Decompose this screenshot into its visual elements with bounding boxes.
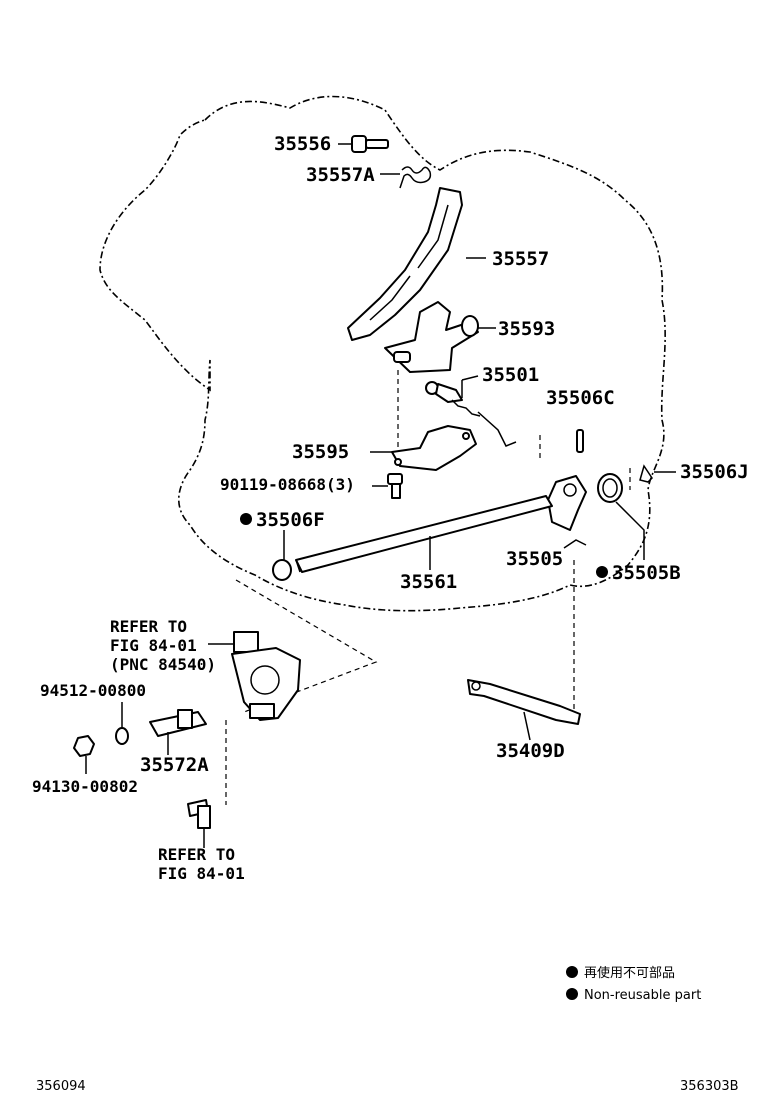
pin-35506C-icon (576, 429, 584, 453)
label-35506C: 35506C (546, 387, 615, 409)
plate-35595-icon (391, 425, 477, 471)
bracket-35557-icon (347, 187, 463, 341)
bolt-refer-icon (187, 799, 211, 829)
legend-marker-english (566, 988, 578, 1000)
refer-top-line2: FIG 84-01 (110, 636, 197, 655)
legend-english: Non-reusable part (584, 988, 701, 1003)
footer-right-code: 356303B (680, 1079, 739, 1094)
washer-35572A-icon (149, 709, 207, 737)
refer-bottom-line2: FIG 84-01 (158, 864, 245, 883)
label-35501: 35501 (482, 364, 539, 386)
label-94512-00800: 94512-00800 (40, 681, 146, 700)
washer-94512-icon (115, 727, 129, 745)
label-35505: 35505 (506, 548, 563, 570)
bolt-90119-icon (387, 473, 403, 499)
rod-35409D-icon (467, 679, 581, 725)
non-reusable-marker-35506F (240, 513, 252, 525)
neutral-switch-icon (231, 631, 301, 721)
label-35557A: 35557A (306, 164, 375, 186)
detent-35501-icon (425, 381, 517, 447)
label-35572A: 35572A (140, 754, 209, 776)
nut-94130-icon (73, 735, 95, 757)
label-94130-00802: 94130-00802 (32, 777, 138, 796)
transmission-housing-outline (99, 95, 666, 612)
bolt-35556-icon (351, 135, 389, 153)
refer-top-line3: (PNC 84540) (110, 655, 216, 674)
label-35556: 35556 (274, 133, 331, 155)
oil-seal-35505B-icon (597, 473, 623, 503)
label-35409D: 35409D (496, 740, 565, 762)
lever-35505-icon (547, 475, 587, 531)
legend-japanese: 再使用不可部品 (584, 965, 675, 981)
label-35561: 35561 (400, 571, 457, 593)
footer-left-code: 356094 (36, 1079, 86, 1094)
refer-bottom-line1: REFER TO (158, 845, 235, 864)
refer-top-line1: REFER TO (110, 617, 187, 636)
label-35506F: 35506F (256, 509, 325, 531)
spring-35557A-icon (399, 166, 432, 189)
label-35557: 35557 (492, 248, 549, 270)
label-35505B: 35505B (612, 562, 681, 584)
label-35593: 35593 (498, 318, 555, 340)
label-35506J: 35506J (680, 461, 749, 483)
non-reusable-marker-35505B (596, 566, 608, 578)
legend-marker-japanese (566, 966, 578, 978)
lever-35593-icon (384, 301, 479, 373)
label-35595: 35595 (292, 441, 349, 463)
label-90119-08668: 90119-08668(3) (220, 475, 355, 494)
clip-35506J-icon (639, 464, 653, 483)
shaft-35561-icon (295, 495, 553, 573)
seal-35506F-icon (272, 559, 292, 581)
